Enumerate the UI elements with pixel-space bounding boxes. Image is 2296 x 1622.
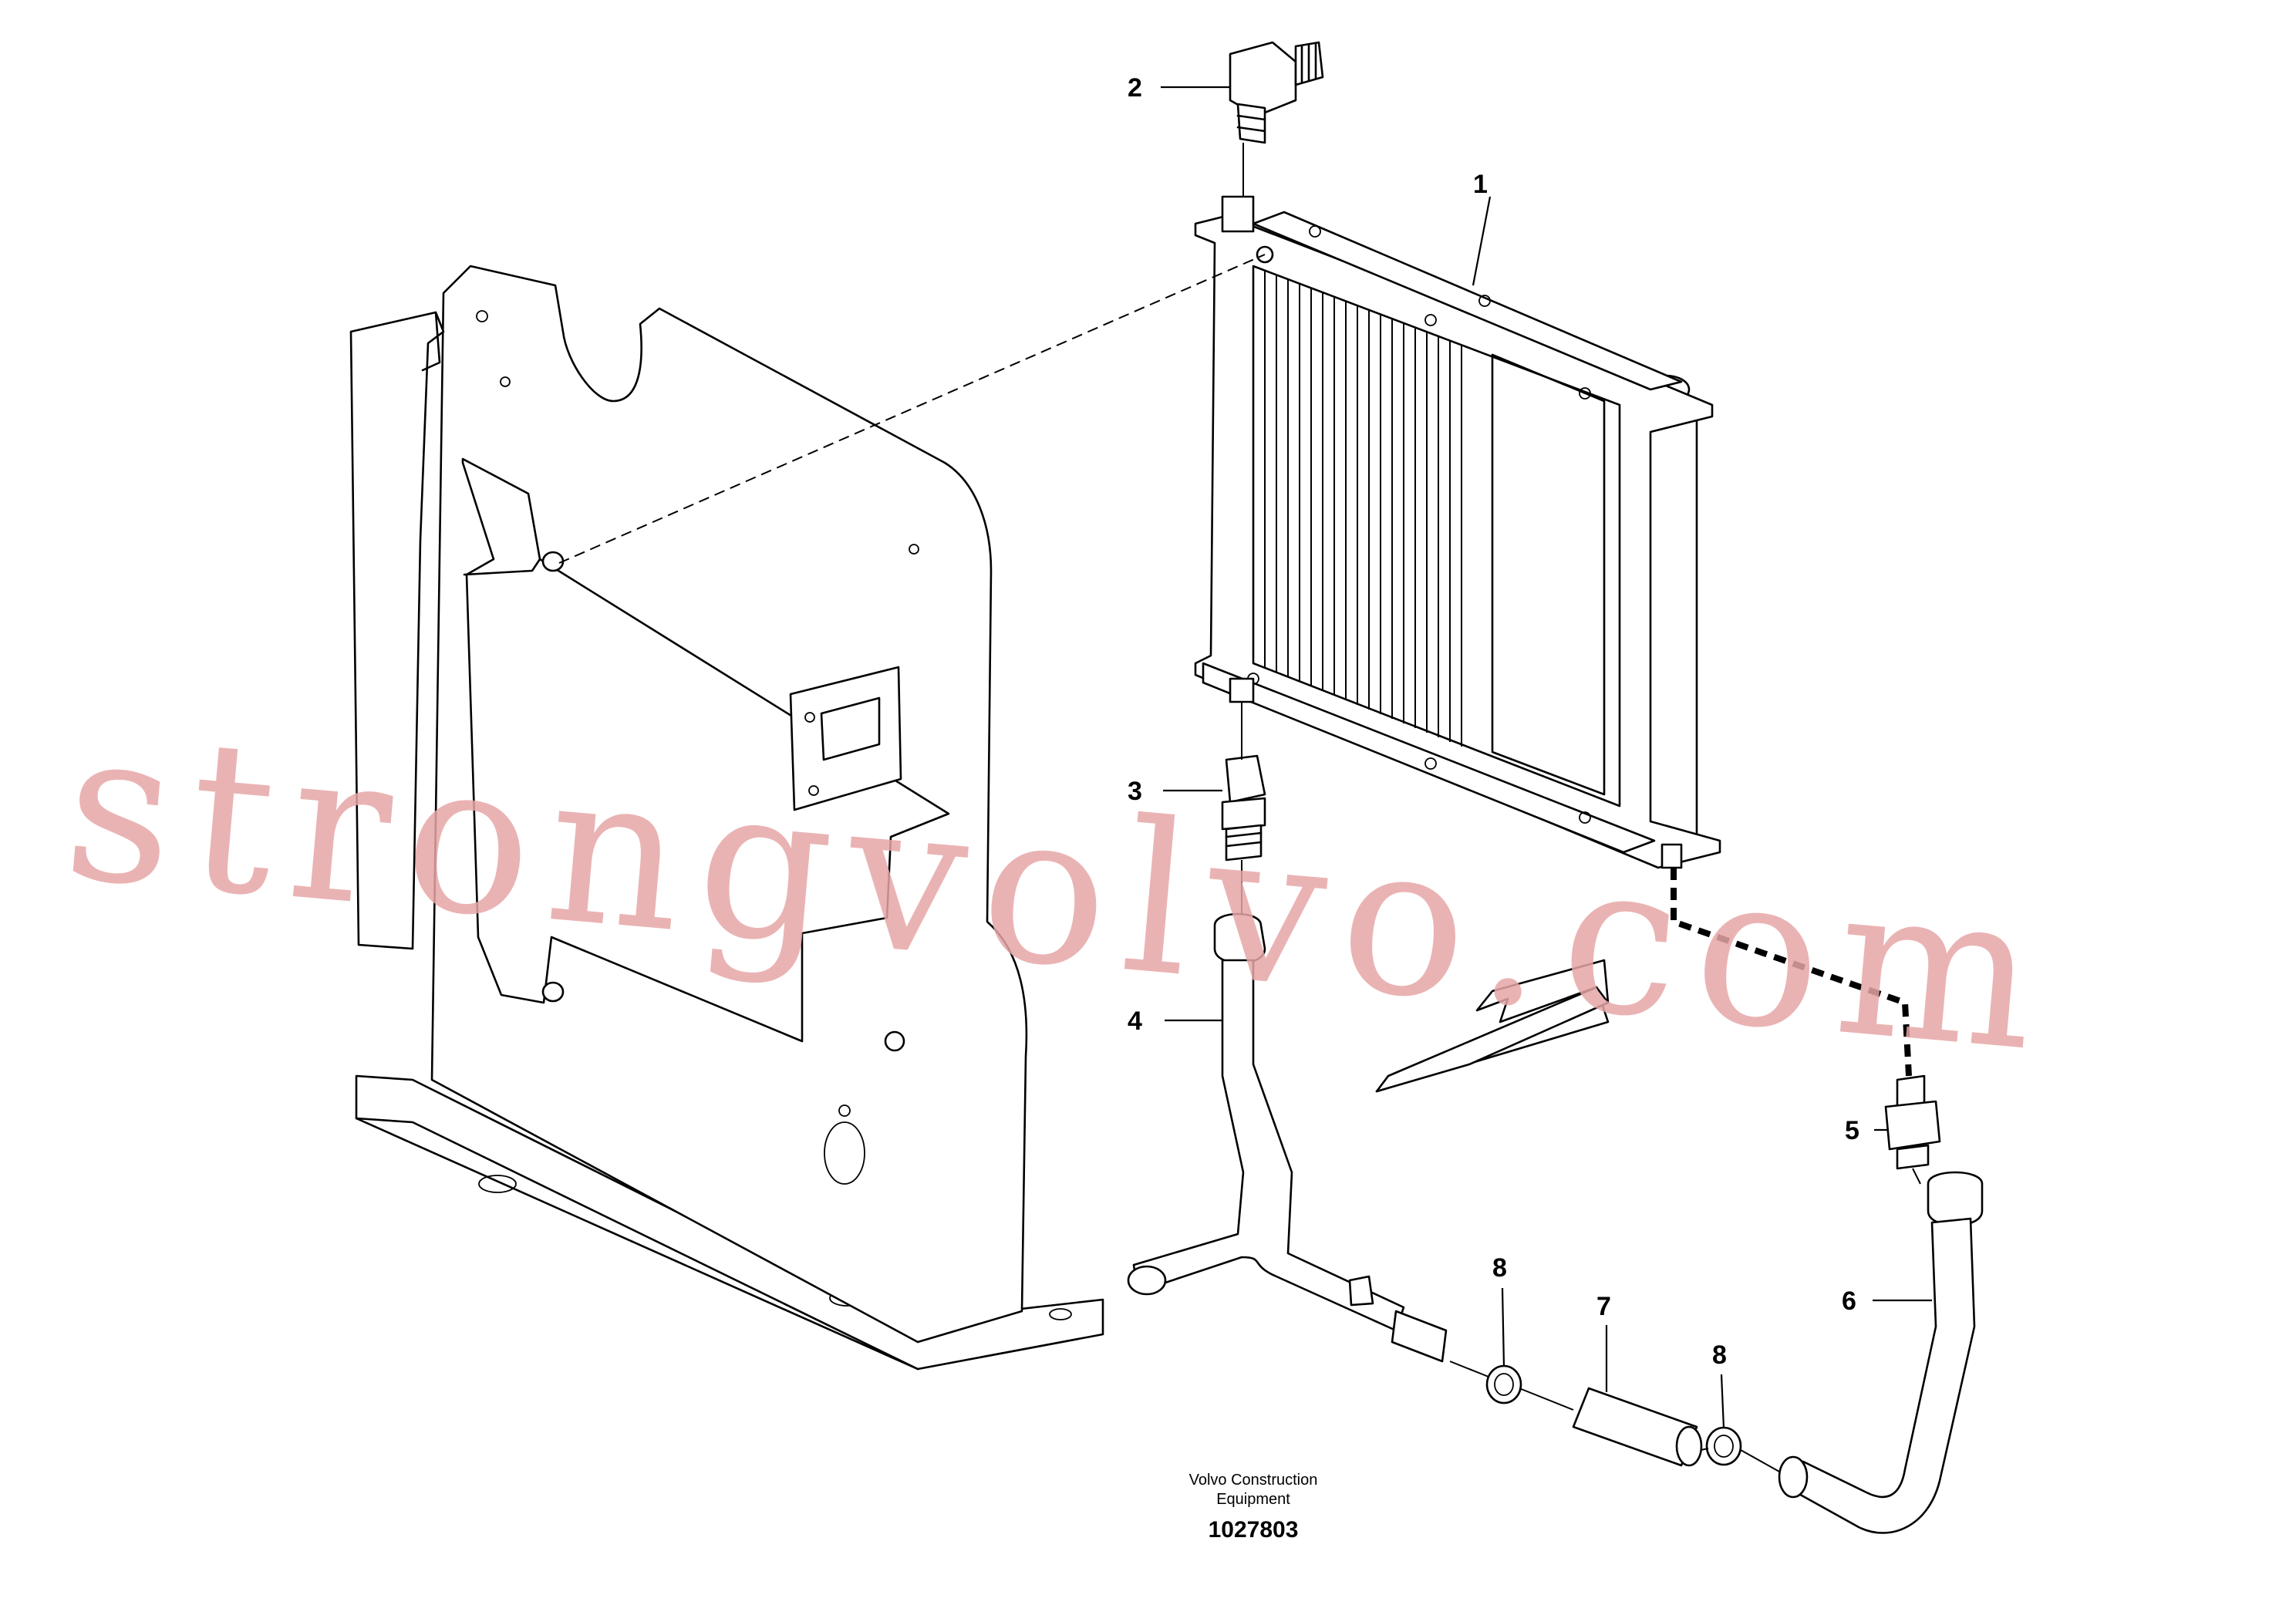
callout-labels: 2 1 3 4 5 6 7 8 8 xyxy=(1128,73,1859,1370)
callout-1: 1 xyxy=(1473,170,1488,199)
callout-2: 2 xyxy=(1128,73,1142,103)
callout-8b: 8 xyxy=(1712,1340,1727,1370)
callout-6: 6 xyxy=(1842,1286,1856,1316)
caption-line-1: Volvo Construction xyxy=(1189,1472,1318,1489)
bracket-window-cutout xyxy=(461,457,950,1043)
bracket-base-plate xyxy=(355,1074,1104,1371)
hose-clamp-8a xyxy=(1485,1364,1522,1404)
hose-7 xyxy=(1572,1387,1703,1467)
callout-4: 4 xyxy=(1128,1007,1142,1036)
tube-assembly-4 xyxy=(1127,912,1448,1363)
hose-clamp-8b xyxy=(1705,1426,1742,1466)
oil-cooler xyxy=(1194,195,1721,869)
assembly-lines xyxy=(558,143,1921,1472)
cooler-core xyxy=(1252,265,1621,808)
callout-7: 7 xyxy=(1596,1292,1611,1321)
straight-union xyxy=(1221,754,1266,862)
watermark-text: strongvolvo.com xyxy=(56,683,2062,1098)
callout-5: 5 xyxy=(1845,1116,1859,1145)
bracket-side-flange xyxy=(349,311,445,950)
figure-caption: Volvo Construction Equipment 1027803 xyxy=(1189,1472,1318,1543)
callout-8a: 8 xyxy=(1492,1253,1507,1283)
tube-assembly-6 xyxy=(1778,1171,1984,1534)
callout-3: 3 xyxy=(1128,777,1142,806)
cooler-fins xyxy=(1264,271,1462,747)
adapter-fitting xyxy=(1884,1074,1941,1170)
mounting-bracket xyxy=(349,265,1104,1371)
elbow-fitting xyxy=(1229,41,1324,144)
drawing-number: 1027803 xyxy=(1209,1517,1299,1543)
flow-direction-arrow-icon xyxy=(1375,959,1610,1093)
caption-line-2: Equipment xyxy=(1216,1491,1290,1508)
callout-leaders xyxy=(1161,86,1932,1429)
